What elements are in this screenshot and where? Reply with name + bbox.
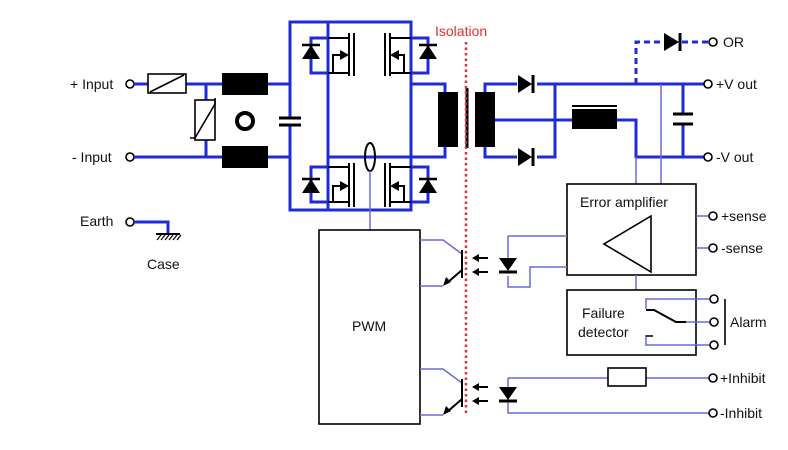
error-amplifier-label: Error amplifier [580, 194, 668, 210]
input-capacitor-icon [279, 84, 301, 157]
plus-input-label: + Input [70, 76, 113, 92]
amplifier-triangle-icon [602, 214, 652, 274]
bridge-legs [326, 22, 413, 157]
minus-vout-label: -V out [716, 149, 753, 165]
mosfet-top-left-icon [302, 33, 355, 76]
output-inductor-icon [572, 105, 617, 129]
rectifier-diode-top-icon [518, 75, 535, 93]
inhibit-resistor-icon [607, 367, 647, 387]
plus-vout-terminal[interactable] [703, 79, 713, 89]
plus-inhibit-label: +Inhibit [720, 370, 766, 386]
sense-wires [696, 215, 709, 249]
mosfet-bottom-right-icon [384, 163, 437, 207]
minus-input-label: - Input [72, 149, 112, 165]
or-terminal[interactable] [708, 37, 718, 47]
mosfet-top-right-icon [384, 33, 437, 76]
minus-vout-terminal[interactable] [703, 152, 713, 162]
input-inductor-bottom-icon [222, 146, 268, 168]
center-tap-wire [495, 118, 704, 159]
pwm-block: PWM [318, 229, 421, 425]
plus-inhibit-terminal[interactable] [708, 373, 718, 383]
earth-wire [134, 220, 170, 234]
alarm-terminal-1[interactable] [709, 294, 719, 304]
earth-terminal[interactable] [125, 217, 135, 227]
case-label: Case [147, 256, 180, 272]
mosfet-bottom-left-icon [302, 163, 355, 207]
alarm-terminal-2[interactable] [709, 317, 719, 327]
alarm-terminal-3[interactable] [709, 340, 719, 350]
full-bridge [288, 20, 447, 230]
minus-input-terminal[interactable] [125, 152, 135, 162]
earth-label: Earth [80, 213, 113, 229]
case-ground-icon [156, 233, 182, 241]
isolation-label: Isolation [435, 23, 487, 39]
minus-inhibit-label: -Inhibit [720, 405, 762, 421]
rectifier-diode-bottom-icon [518, 148, 535, 166]
pwm-label: PWM [352, 318, 386, 334]
plus-out-rail [483, 82, 704, 92]
alarm-label: Alarm [730, 314, 767, 330]
varistor-icon [190, 98, 216, 141]
output-capacitor-icon [673, 84, 693, 157]
failure-detector-label-line2: detector [578, 324, 629, 340]
output-section: OR +V out -V out [483, 33, 757, 184]
optocoupler-feedback-icon [420, 235, 567, 288]
alarm-relay-icon [645, 298, 710, 346]
feedback-wires [635, 84, 662, 184]
minus-sense-label: -sense [721, 240, 763, 256]
fuse-icon [147, 73, 187, 94]
or-diode-icon [664, 33, 682, 51]
input-section: + Input - Input Earth [70, 73, 301, 272]
failure-detector-label-line1: Failure [582, 305, 625, 321]
failure-detector-block: Failure detector [566, 289, 710, 356]
minus-sense-terminal[interactable] [708, 243, 718, 253]
plus-input-terminal[interactable] [125, 79, 135, 89]
bridge-rails [288, 20, 413, 212]
plus-vout-label: +V out [716, 76, 757, 92]
or-wire [634, 40, 710, 84]
plus-sense-terminal[interactable] [708, 211, 718, 221]
primary-wires [411, 82, 447, 159]
choke-core-icon [235, 111, 255, 131]
input-inductor-top-icon [222, 73, 268, 95]
rectifier-return [483, 84, 557, 159]
optocoupler-inhibit-icon [420, 368, 709, 416]
or-label: OR [723, 34, 744, 50]
minus-inhibit-terminal[interactable] [708, 408, 718, 418]
error-amplifier-block: Error amplifier [566, 183, 709, 276]
plus-sense-label: +sense [721, 208, 767, 224]
transformer-icon [438, 88, 495, 148]
